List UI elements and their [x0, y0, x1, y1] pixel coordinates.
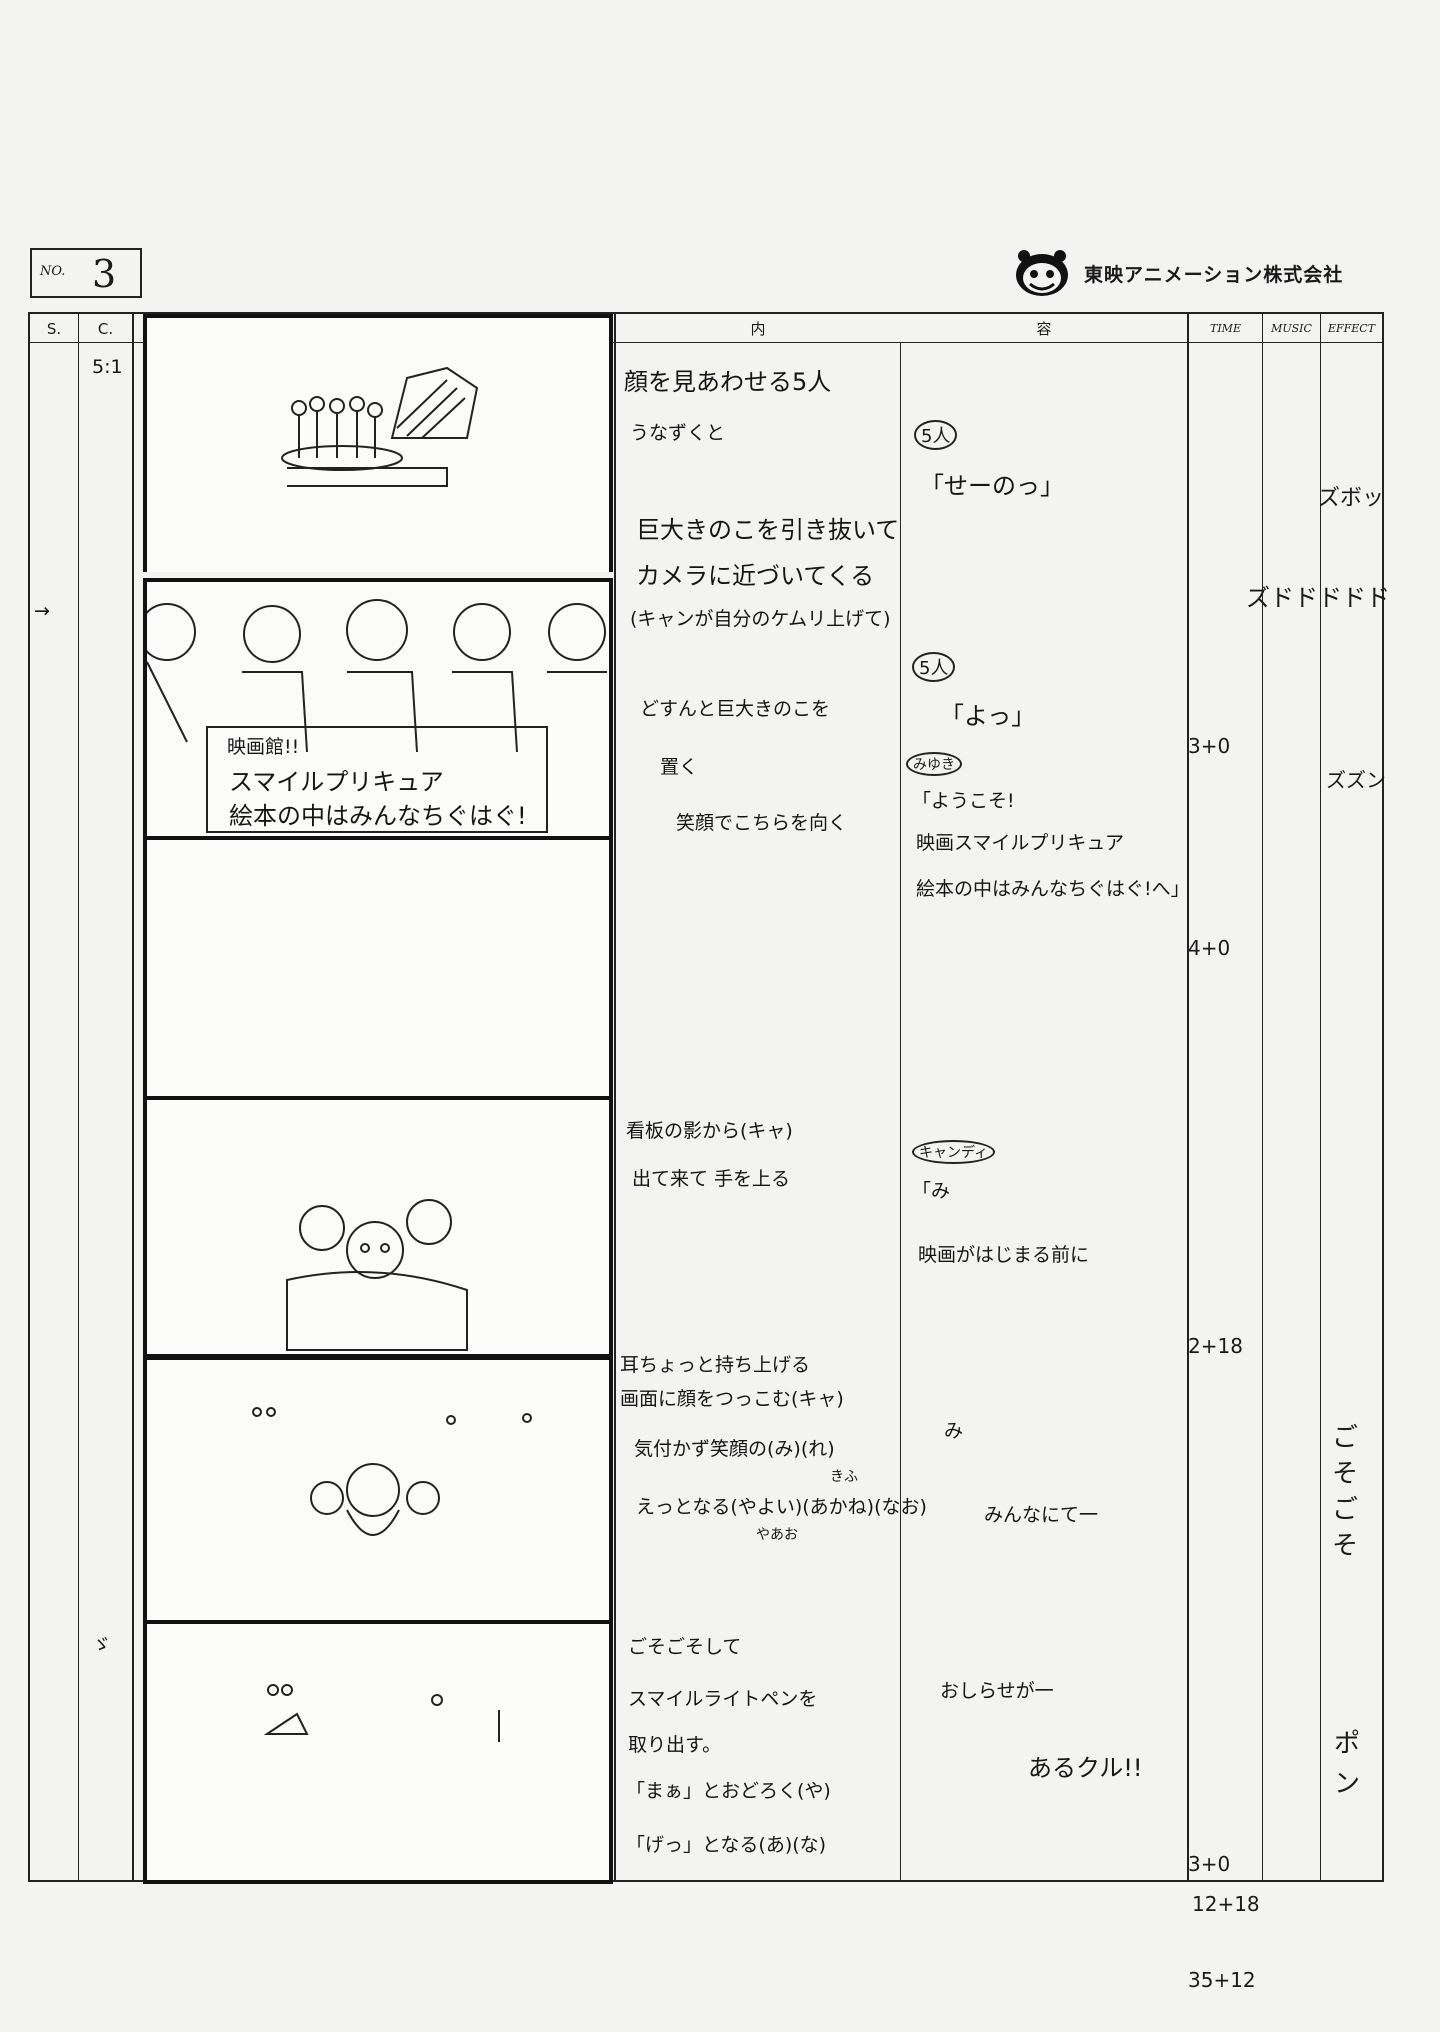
header-time: TIME [1210, 322, 1241, 335]
action-line-7: 置く [660, 756, 699, 778]
frame-3 [143, 838, 613, 1102]
time-3: 2+18 [1188, 1334, 1243, 1358]
page-number-box: NO. 3 [30, 248, 142, 298]
effect-5: ポン [1334, 1729, 1361, 1799]
speaker-label-4: キャンディ [912, 1140, 996, 1164]
dialogue-1: 「せーのっ」 [920, 472, 1064, 500]
page-total-time: 12+18 [1192, 1892, 1260, 1916]
dialogue-5: み [944, 1420, 964, 1442]
dialogue-3a: 「ようこそ! [912, 790, 1015, 812]
effect-1: ズボッ [1318, 486, 1385, 511]
frame-5 [143, 1356, 613, 1626]
action-line-12: 画面に顔をつっこむ(キャ) [620, 1388, 844, 1410]
action-line-5: (キャンが自分のケムリ上げて) [630, 608, 891, 630]
sign-text-2: スマイルプリキュア [229, 768, 444, 796]
pan-arrow-note: → [34, 600, 50, 622]
action-line-2: うなずくと [630, 422, 726, 444]
frame-4 [143, 1096, 613, 1358]
action-line-11: 耳ちょっと持ち上げる [620, 1354, 811, 1376]
dialogue-7: おしらせが一 [940, 1680, 1054, 1702]
frame-1 [143, 314, 613, 572]
action-line-6: どすんと巨大きのこを [640, 698, 831, 720]
action-line-16: スマイルライトペンを [628, 1688, 818, 1710]
time-4: 3+0 [1188, 1852, 1231, 1876]
header-scene: S. [46, 320, 62, 338]
cut-marker-note: ゞ [92, 1634, 112, 1656]
page-number: 3 [92, 252, 117, 296]
dialogue-2: 「よっ」 [940, 702, 1036, 730]
running-total-time: 35+12 [1188, 1968, 1256, 1992]
action-line-10: 出て来て 手を上る [632, 1168, 791, 1190]
action-line-8: 笑顔でこちらを向く [676, 812, 848, 834]
action-line-14b: やあお [756, 1527, 798, 1543]
time-2: 4+0 [1188, 936, 1231, 960]
effect-2: ズドドドドド [1246, 584, 1390, 612]
header-content-right: 容 [1036, 320, 1052, 338]
company-name: 東映アニメーション株式会社 [1084, 263, 1344, 286]
header-content-left: 内 [750, 320, 766, 338]
sign-text-3: 絵本の中はみんなちぐはぐ! [229, 802, 527, 830]
action-line-17: 取り出す。 [628, 1734, 722, 1756]
sketch-candy-peeking [286, 1199, 468, 1351]
action-line-4: カメラに近づいてくる [636, 562, 875, 590]
header-effect: EFFECT [1327, 322, 1376, 335]
effect-3: ズズン [1326, 768, 1386, 792]
dialogue-8: あるクル!! [1028, 1754, 1143, 1782]
action-line-15: ごそごそして [628, 1636, 742, 1658]
sketch-five-girls-mushroom [281, 366, 479, 487]
speaker-label-2: 5人 [912, 652, 956, 682]
page-number-label: NO. [40, 264, 66, 279]
frame-2: 映画館!! スマイルプリキュア 絵本の中はみんなちぐはぐ! [143, 578, 613, 840]
time-1: 3+0 [1188, 734, 1231, 758]
company-header: 東映アニメーション株式会社 [1010, 248, 1343, 298]
speaker-label-1: 5人 [914, 420, 958, 450]
action-line-9: 看板の影から(キャ) [626, 1120, 793, 1142]
frame-6 [143, 1620, 613, 1884]
company-logo-icon [1016, 250, 1068, 296]
header-music: MUSIC [1271, 322, 1312, 335]
sketch-candy-close-up [252, 1407, 532, 1536]
cut-number: 5:1 [92, 356, 123, 378]
action-line-1: 顔を見あわせる5人 [624, 368, 832, 396]
action-line-14: えっとなる(やよい)(あかね)(なお) [636, 1496, 927, 1518]
sign-text-1: 映画館!! [227, 736, 300, 758]
dialogue-3b: 映画スマイルプリキュア [916, 832, 1125, 854]
dialogue-4a: 「み [912, 1180, 951, 1202]
sketch-light-pen [263, 1684, 500, 1742]
action-line-3: 巨大きのこを引き抜いて [636, 516, 900, 544]
dialogue-6: みんなにて一 [984, 1504, 1099, 1526]
effect-4: ごそごそ [1332, 1423, 1359, 1561]
action-line-18: 「まぁ」とおどろく(や) [626, 1780, 831, 1802]
action-line-13: 気付かず笑顔の(み)(れ) [634, 1438, 835, 1460]
sketch-girls-with-sign [147, 599, 607, 833]
dialogue-3c: 絵本の中はみんなちぐはぐ!へ」 [916, 878, 1190, 900]
speaker-label-3: みゆき [906, 752, 962, 776]
dialogue-4b: 映画がはじまる前に [918, 1244, 1090, 1266]
action-line-13b: きふ [830, 1469, 858, 1485]
action-line-19: 「げっ」となる(あ)(な) [626, 1834, 827, 1856]
header-cut: C. [97, 320, 114, 338]
